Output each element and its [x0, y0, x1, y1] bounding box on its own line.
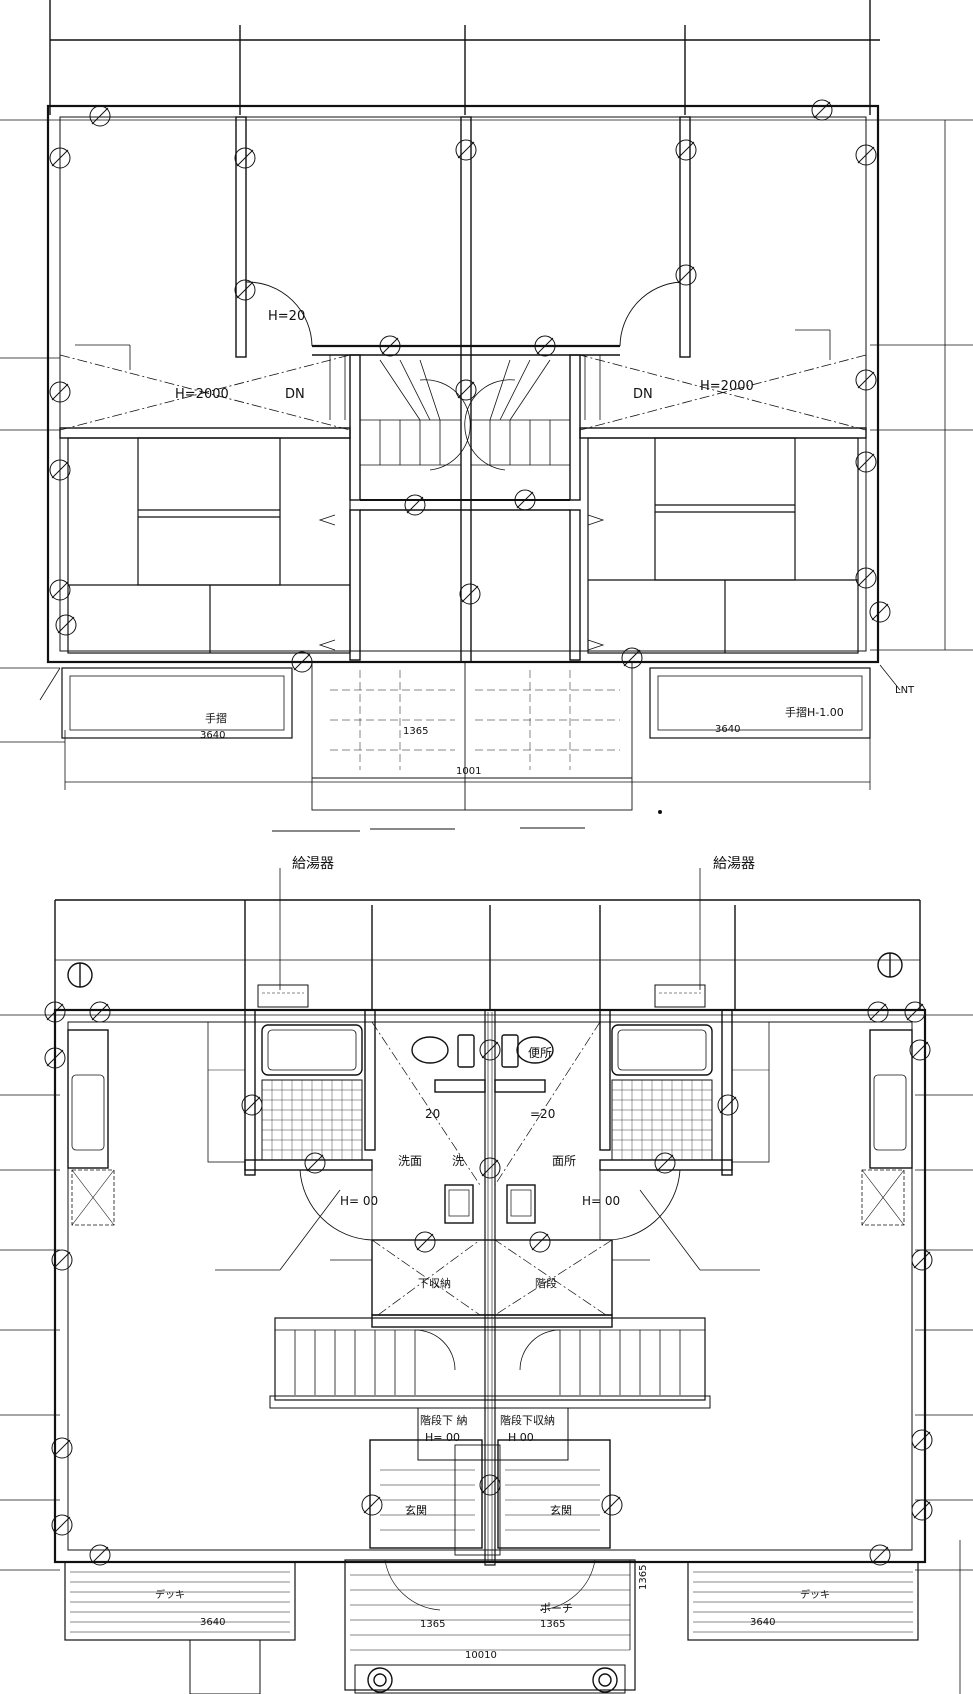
- lower-dim-total: 10010: [465, 1650, 497, 1661]
- washroom-label-left: 洗面: [398, 1154, 422, 1168]
- upper-ceiling-height-left: H=2000: [175, 387, 229, 402]
- lower-floor-plan: [0, 868, 973, 1694]
- water-heater-label-right: 給湯器: [713, 855, 755, 872]
- toilet-label: 便所: [528, 1046, 552, 1060]
- deck-label-right: デッキ: [800, 1588, 830, 1601]
- lower-dim-deck-right: 3640: [750, 1617, 775, 1628]
- upper-stairs-label-right: DN: [633, 387, 653, 402]
- under-stair-height-right: H 00: [508, 1431, 534, 1444]
- height-label-2: =20: [530, 1107, 555, 1121]
- upper-balcony-label-left: 手摺: [205, 711, 227, 725]
- upper-dim-balcony-right: 3640: [715, 724, 740, 735]
- deck-label-left: デッキ: [155, 1588, 185, 1601]
- lower-dim-porch-left: 1365: [420, 1619, 445, 1630]
- separator-marks: [272, 810, 662, 832]
- upper-stairs-label-left: DN: [285, 387, 305, 402]
- washroom-label-right: 面所: [552, 1154, 576, 1168]
- lower-floor-labels: 給湯器 給湯器 便所 20 =20 洗面 洗 面所 H= 00 H= 00 下収…: [155, 855, 830, 1661]
- height-label-3: H= 00: [340, 1194, 378, 1208]
- porch-label: ポーチ: [540, 1602, 573, 1615]
- entrance-label-left: 玄関: [405, 1503, 427, 1517]
- upper-dim-center: 1001: [456, 766, 481, 777]
- upper-corner-label: LNT: [895, 685, 915, 696]
- upper-door-height-label: H=20: [268, 309, 305, 324]
- storage-label: 下収納: [418, 1277, 451, 1290]
- under-stair-storage-left: 階段下 納: [420, 1413, 468, 1427]
- upper-dim-entrance: 1365: [403, 726, 428, 737]
- upper-balcony-label-right: 手摺H-1.00: [785, 705, 844, 719]
- upper-floor-plan: [0, 0, 973, 811]
- height-label-1: 20: [425, 1107, 440, 1121]
- water-heater-label-left: 給湯器: [292, 855, 334, 872]
- height-label-4: H= 00: [582, 1194, 620, 1208]
- lower-dim-porch-depth: 1365: [638, 1565, 649, 1590]
- under-stair-height-left: H= 00: [425, 1431, 460, 1444]
- lower-dim-deck-left: 3640: [200, 1617, 225, 1628]
- under-stair-storage-right: 階段下収納: [500, 1413, 555, 1427]
- lower-dim-porch-right: 1365: [540, 1619, 565, 1630]
- upper-floor-labels: H=20 H=2000 DN DN H=2000 手摺 手摺H-1.00 364…: [175, 309, 915, 777]
- stairs-label: 階段: [535, 1276, 557, 1290]
- washroom-label-mid: 洗: [452, 1154, 464, 1168]
- upper-dim-balcony-left: 3640: [200, 730, 225, 741]
- upper-ceiling-height-right: H=2000: [700, 379, 754, 394]
- entrance-label-right: 玄関: [550, 1503, 572, 1517]
